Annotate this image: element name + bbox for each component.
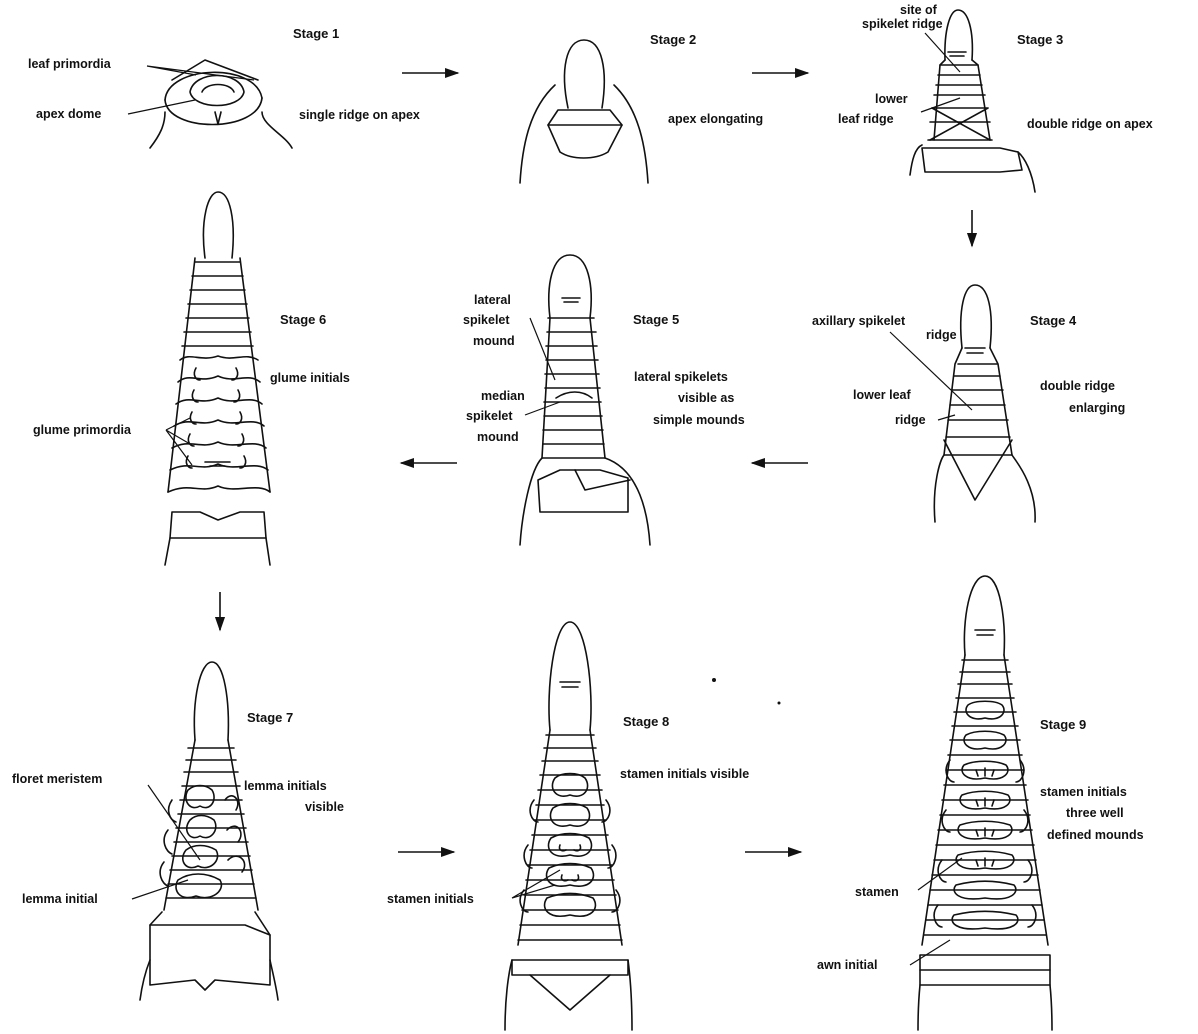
stage-1-title: Stage 1 <box>293 26 339 41</box>
stage-5-drawing <box>520 255 650 545</box>
stage-7-title: Stage 7 <box>247 710 293 725</box>
label-stage-1-desc: single ridge on apex <box>299 108 420 122</box>
pointer-apex-dome <box>128 100 195 114</box>
label-stamen-initials-visible: stamen initials visible <box>620 767 749 781</box>
label-three-well: three well <box>1066 806 1124 820</box>
label-axillary-ridge: ridge <box>926 328 957 342</box>
label-spikelet-ridge-3: spikelet ridge <box>862 17 943 31</box>
pointer-awn-initial <box>910 940 950 965</box>
pointer-lateral-spikelet-mound <box>530 318 555 380</box>
label-spikelet-5a: spikelet <box>463 313 510 327</box>
stage-8-drawing <box>505 622 632 1030</box>
scan-speck <box>712 678 716 682</box>
label-spikelet-5b: spikelet <box>466 409 513 423</box>
label-stamen-initials-8: stamen initials <box>387 892 474 906</box>
label-floret-meristem: floret meristem <box>12 772 102 786</box>
stage-1-drawing <box>150 60 292 148</box>
pointer-median-spikelet-mound <box>525 402 560 415</box>
label-median-5: median <box>481 389 525 403</box>
label-double-ridge: double ridge <box>1040 379 1115 393</box>
label-glume-initials: glume initials <box>270 371 350 385</box>
stage-4-title: Stage 4 <box>1030 313 1077 328</box>
stage-6-title: Stage 6 <box>280 312 326 327</box>
label-axillary-spikelet: axillary spikelet <box>812 314 906 328</box>
label-awn-initial: awn initial <box>817 958 877 972</box>
stage-5-title: Stage 5 <box>633 312 679 327</box>
label-glume-primordia: glume primordia <box>33 423 132 437</box>
label-enlarging: enlarging <box>1069 401 1125 415</box>
stage-9-title: Stage 9 <box>1040 717 1086 732</box>
label-visible-as: visible as <box>678 391 734 405</box>
stage-2-drawing <box>520 40 648 183</box>
pointer-floret-meristem <box>148 785 200 860</box>
label-leaf-primordia: leaf primordia <box>28 57 112 71</box>
label-lower-3: lower <box>875 92 908 106</box>
stage-6-drawing <box>165 192 270 565</box>
label-site-of: site of <box>900 3 938 17</box>
label-stage-2-desc: apex elongating <box>668 112 763 126</box>
label-lower-leaf-4: lower leaf <box>853 388 911 402</box>
label-ridge-4: ridge <box>895 413 926 427</box>
stage-3-title: Stage 3 <box>1017 32 1063 47</box>
label-lateral-5: lateral <box>474 293 511 307</box>
label-mound-5b: mound <box>477 430 519 444</box>
stage-9-drawing <box>918 576 1052 1030</box>
label-lateral-spikelets: lateral spikelets <box>634 370 728 384</box>
pointer-lower-leaf-ridge-3 <box>921 98 960 112</box>
scan-speck <box>778 702 781 705</box>
label-mound-5a: mound <box>473 334 515 348</box>
stage-2-title: Stage 2 <box>650 32 696 47</box>
label-visible-7: visible <box>305 800 344 814</box>
label-simple-mounds: simple mounds <box>653 413 745 427</box>
label-stamen-9: stamen <box>855 885 899 899</box>
label-apex-dome: apex dome <box>36 107 101 121</box>
stage-8-title: Stage 8 <box>623 714 669 729</box>
label-stamen-initials-9: stamen initials <box>1040 785 1127 799</box>
pointer-lemma-initial <box>132 880 188 899</box>
label-lemma-initial: lemma initial <box>22 892 98 906</box>
label-lemma-initials: lemma initials <box>244 779 327 793</box>
label-leaf-ridge-3: leaf ridge <box>838 112 894 126</box>
label-defined-mounds: defined mounds <box>1047 828 1144 842</box>
stage-4-drawing <box>934 285 1035 522</box>
label-stage-3-desc: double ridge on apex <box>1027 117 1153 131</box>
